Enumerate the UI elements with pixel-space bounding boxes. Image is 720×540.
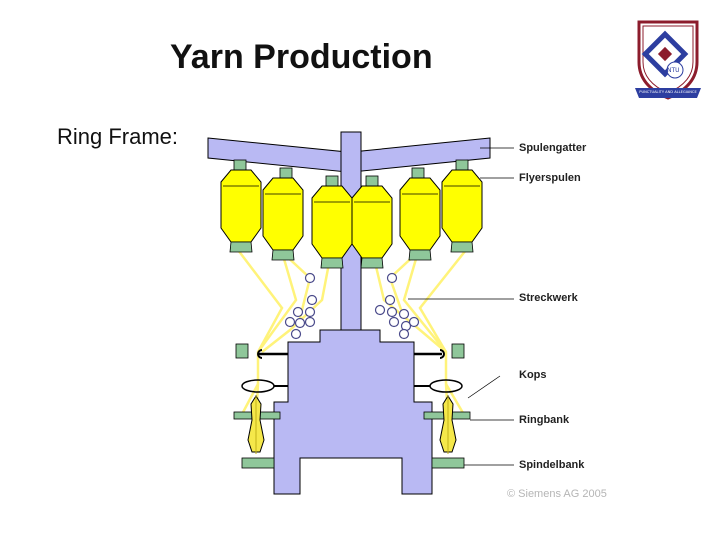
flyer-bobbin	[262, 177, 304, 261]
drafting-rollers	[284, 272, 420, 340]
thread-guides	[235, 343, 465, 387]
spindle-rail	[241, 457, 465, 469]
logo-badge-text: NTU	[667, 67, 680, 74]
copyright-notice: © Siemens AG 2005	[507, 488, 607, 500]
cop	[439, 395, 457, 454]
flyer-bobbin	[220, 169, 262, 253]
flyer-bobbin	[311, 185, 353, 269]
creel-left-arm	[207, 137, 348, 173]
machine-body	[273, 329, 433, 495]
creel-right-arm	[351, 137, 491, 173]
cops	[247, 395, 457, 454]
leader-lines	[408, 147, 514, 466]
logo-ribbon-text: PUNCTUALITY AND ALLEGIANCE	[639, 90, 697, 94]
balloon-rings	[241, 379, 463, 393]
label-streckwerk: Streckwerk	[519, 292, 578, 304]
university-logo: NTU PUNCTUALITY AND ALLEGIANCE	[633, 18, 703, 109]
shield-logo-icon	[635, 20, 701, 100]
label-spulengatter: Spulengatter	[519, 142, 587, 154]
label-flyerspulen: Flyerspulen	[519, 172, 581, 184]
flyer-bobbin	[441, 169, 483, 253]
label-kops: Kops	[519, 369, 547, 381]
label-spindelbank: Spindelbank	[519, 459, 585, 471]
flyer-bobbin	[351, 185, 393, 269]
label-ringbank: Ringbank	[519, 414, 570, 426]
slide-title: Yarn Production	[170, 38, 433, 76]
flyer-bobbin	[399, 177, 441, 261]
slide-subtitle: Ring Frame:	[57, 124, 179, 149]
cop	[247, 395, 265, 454]
flyer-bobbins	[220, 169, 483, 269]
